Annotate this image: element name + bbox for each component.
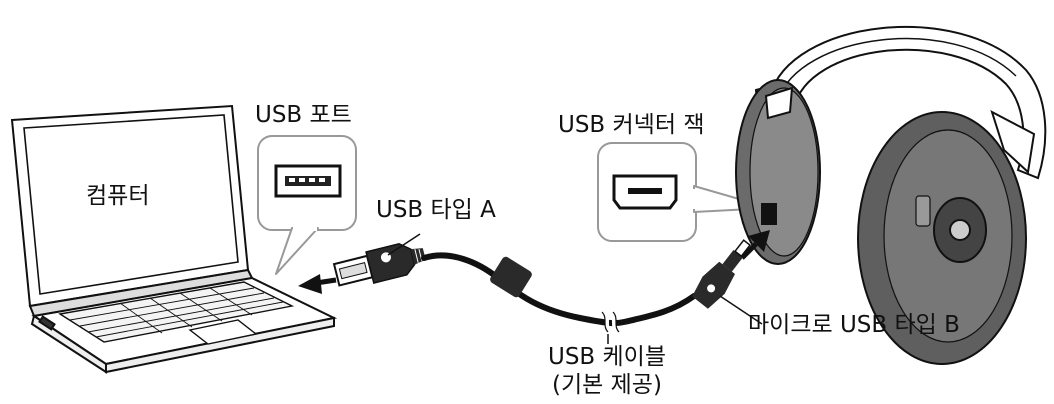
usb-port-label: USB 포트 [255,102,352,128]
micro-usb-type-b-label: 마이크로 USB 타입 B [748,312,960,338]
usb-cable-label: USB 케이블 [547,344,666,370]
leader-lines [387,233,763,344]
headphones [735,25,1047,365]
usb-connector-jack-callout [597,142,771,242]
laptop [10,104,338,374]
usb-connector-jack-label: USB 커넥터 잭 [558,112,705,138]
arrows [298,230,770,294]
usb-type-a-label: USB 타입 A [376,197,496,223]
usb-port-callout [257,135,357,275]
usb-cable [332,239,752,334]
usb-cable-note-label: (기본 제공) [552,372,662,398]
computer-label: 컴퓨터 [86,183,150,209]
